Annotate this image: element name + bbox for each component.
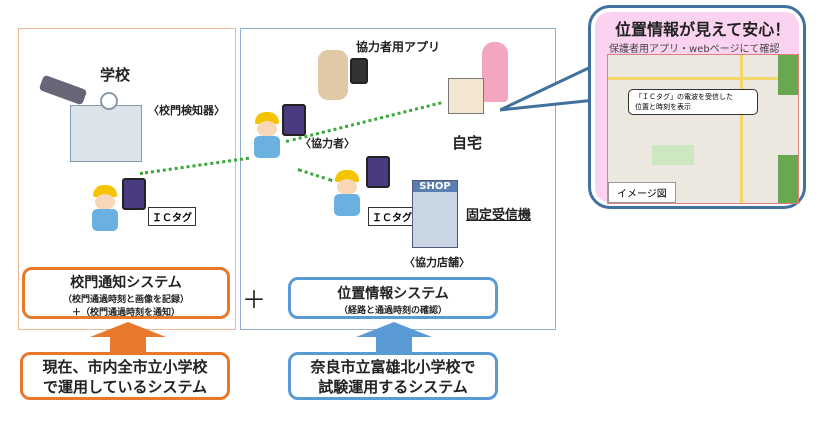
store-label: 〈協力店舗〉 bbox=[404, 256, 470, 269]
shop-sign: SHOP bbox=[413, 181, 457, 192]
gate-system-line2: ＋（校門通過時刻を通知） bbox=[71, 308, 180, 318]
map-note-line1: 「ＩＣタグ」の電波を受信した bbox=[635, 93, 733, 101]
callout-subtitle: 保護者用アプリ・webページにて確認 bbox=[609, 44, 780, 55]
cooperator-elder-icon bbox=[318, 50, 348, 100]
map-note: 「ＩＣタグ」の電波を受信した 位置と時刻を表示 bbox=[628, 89, 758, 115]
callout-tail bbox=[500, 62, 597, 112]
ic-tag-device-icon bbox=[282, 104, 306, 136]
school-building-icon bbox=[70, 105, 142, 162]
house-icon bbox=[448, 78, 484, 114]
ic-tag-label: ＩＣタグ bbox=[148, 207, 196, 226]
child-icon bbox=[250, 112, 284, 162]
location-system-sub: （経路と通過時刻の確認） bbox=[338, 306, 447, 316]
cooperator-label: 〈協力者〉 bbox=[300, 137, 355, 150]
map-image: 「ＩＣタグ」の電波を受信した 位置と時刻を表示 イメージ図 bbox=[607, 54, 799, 204]
location-system-box: 位置情報システム （経路と通過時刻の確認） bbox=[288, 277, 498, 319]
gate-system-title: 校門通知システム bbox=[70, 275, 182, 291]
ic-tag-device-icon bbox=[366, 156, 390, 188]
child-icon bbox=[330, 170, 364, 220]
blue-up-arrow bbox=[356, 322, 432, 352]
trial-system-box: 奈良市立富雄北小学校で 試験運用するシステム bbox=[288, 352, 498, 400]
trial-line1: 奈良市立富雄北小学校で bbox=[310, 358, 476, 376]
child-icon bbox=[88, 185, 122, 235]
ic-tag-label: ＩＣタグ bbox=[368, 207, 416, 226]
gate-system-line1: （校門通過時刻と画像を記録） bbox=[62, 295, 189, 305]
orange-up-arrow bbox=[90, 322, 166, 352]
trial-line2: 試験運用するシステム bbox=[318, 378, 468, 396]
shop-icon: SHOP bbox=[412, 180, 458, 248]
detector-label: 〈校門検知器〉 bbox=[148, 104, 225, 117]
current-line2: で運用しているシステム bbox=[42, 378, 208, 396]
mother-icon bbox=[482, 42, 508, 102]
current-system-box: 現在、市内全市立小学校 で運用しているシステム bbox=[20, 352, 230, 400]
location-system-title: 位置情報システム bbox=[337, 286, 449, 302]
home-label: 自宅 bbox=[452, 134, 483, 152]
image-label: イメージ図 bbox=[608, 182, 676, 203]
clock-icon bbox=[100, 92, 118, 110]
current-line1: 現在、市内全市立小学校 bbox=[42, 358, 208, 376]
smartphone-icon bbox=[350, 58, 368, 84]
map-note-line2: 位置と時刻を表示 bbox=[635, 103, 691, 111]
plus-sign: ＋ bbox=[242, 286, 266, 314]
gate-notification-system-box: 校門通知システム （校門通過時刻と画像を記録） ＋（校門通過時刻を通知） bbox=[22, 267, 230, 319]
callout-bubble: 位置情報が見えて安心！ 保護者用アプリ・webページにて確認 「ＩＣタグ」の電波… bbox=[588, 5, 806, 209]
receiver-label: 固定受信機 bbox=[466, 208, 532, 223]
app-label: 協力者用アプリ bbox=[356, 40, 441, 54]
ic-tag-device-icon bbox=[122, 178, 146, 210]
school-label: 学校 bbox=[100, 66, 131, 84]
callout-title: 位置情報が見えて安心！ bbox=[615, 20, 791, 39]
